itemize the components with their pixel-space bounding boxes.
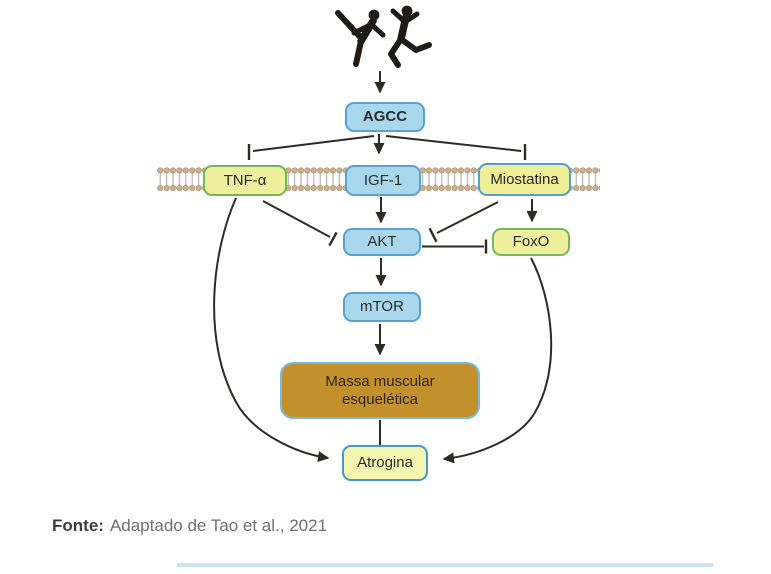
node-miostatina: Miostatina [478, 163, 571, 196]
node-atrogina: Atrogina [342, 445, 428, 481]
inhibit-miostatina-to-akt [428, 201, 499, 243]
node-tnf-alpha: TNF-α [203, 165, 287, 196]
node-foxo: FoxO [492, 228, 570, 256]
node-mtor: mTOR [343, 292, 421, 322]
figure-caption: Fonte: Adaptado de Tao et al., 2021 [52, 516, 327, 536]
caption-source-label: Fonte: [52, 516, 104, 535]
node-massa-muscular: Massa muscular esquelética [280, 362, 480, 419]
exercise-figures-icon [335, 5, 432, 68]
inhibit-agcc-to-tnf [247, 135, 375, 160]
inhibit-agcc-to-miostatina [385, 135, 527, 160]
node-igf1: IGF-1 [345, 165, 421, 196]
arrow-foxo-to-atrogina [442, 257, 553, 464]
inhibit-tnf-to-akt [262, 200, 338, 247]
bottom-divider [177, 563, 713, 567]
inhibit-akt-to-foxo [422, 239, 488, 254]
node-akt: AKT [343, 228, 421, 256]
caption-source-text: Adaptado de Tao et al., 2021 [109, 516, 328, 535]
node-agcc: AGCC [345, 102, 425, 132]
arrow-tnf-to-atrogina [213, 197, 330, 462]
